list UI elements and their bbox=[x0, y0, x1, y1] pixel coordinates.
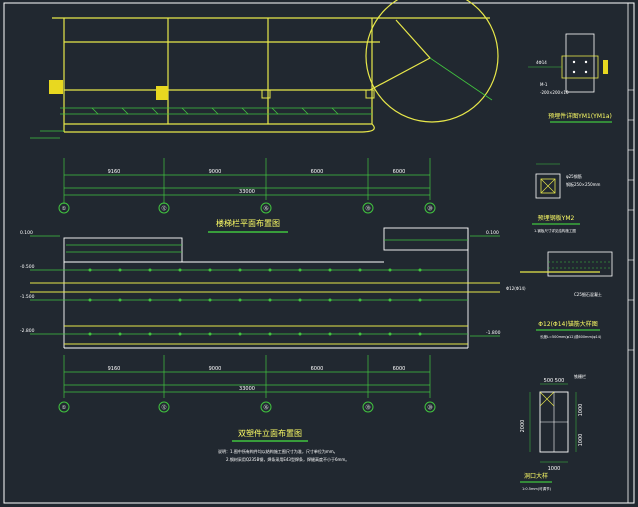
elevation-anchors bbox=[88, 268, 422, 336]
plan-axes bbox=[58, 202, 436, 214]
elevation-view: 0.100 -0.500 -1.500 -2.800 0.100 -1.800 … bbox=[20, 227, 501, 462]
plan-title: 楼梯栏平面布置图 bbox=[216, 218, 280, 228]
title-block-ticks bbox=[628, 89, 634, 351]
elev-axis-3: ⑯ bbox=[263, 404, 268, 411]
detail-3: Φ12(Φ14) C25细石混凝土 Φ12(Φ14)锚筋大样图 长度L=500m… bbox=[506, 251, 613, 339]
elevation-axes bbox=[58, 401, 436, 413]
elevation-outline bbox=[63, 227, 469, 349]
detail2-title: 预埋钢板YM2 bbox=[538, 214, 575, 222]
elev-axis-5: ⑳ bbox=[427, 404, 432, 411]
detail-2: φ25钢筋 钢板250×250mm 预埋钢板YM2 1.钢板尺寸详见结构施工图 bbox=[532, 163, 601, 233]
plan-dim-3: 6000 bbox=[311, 169, 324, 175]
detail2-label-1: φ25钢筋 bbox=[566, 173, 582, 179]
detail1-label-3: -200×200×10 bbox=[540, 90, 569, 95]
detail3-title: Φ12(Φ14)锚筋大样图 bbox=[538, 320, 597, 328]
plan-dim-2: 9000 bbox=[209, 169, 222, 175]
level-left-4: -2.800 bbox=[20, 328, 35, 334]
elevation-dim-lines bbox=[63, 355, 431, 398]
elevation-secondary bbox=[30, 235, 500, 337]
detail4-title: 洞口大样 bbox=[524, 472, 548, 480]
detail1-label-2: M-1 bbox=[540, 82, 548, 87]
level-left-2: -0.500 bbox=[20, 264, 35, 270]
plan-beams bbox=[52, 0, 499, 133]
note-2: 2.钢材采用Q235B钢，焊条采用E43型焊条，焊缝高度不小于6mm。 bbox=[226, 456, 349, 462]
elevation-dim-labels: 9160 9000 6000 6000 33000 bbox=[108, 366, 406, 392]
plan-secondary bbox=[30, 57, 493, 139]
elev-axis-2: ⑫ bbox=[161, 404, 166, 411]
elevation-axis-labels: ① ⑫ ⑯ ⑲ ⑳ bbox=[62, 404, 433, 411]
level-right-1: 0.100 bbox=[486, 230, 499, 236]
column-b bbox=[156, 86, 168, 100]
detail3-label-2: C25细石混凝土 bbox=[574, 291, 602, 297]
detail4-dim-left: 2000 bbox=[520, 420, 526, 433]
elevation-notes: 说明：1.图中所有构件均以结构施工图尺寸为准，尺寸单位为mm。 2.钢材采用Q2… bbox=[218, 448, 349, 462]
detail4-dim-right-2: 1000 bbox=[578, 434, 584, 447]
elev-dim-1: 9160 bbox=[108, 366, 121, 372]
elev-dim-4: 6000 bbox=[393, 366, 406, 372]
plan-dim-lines bbox=[63, 158, 431, 204]
detail1-title: 预埋件详图YM1(YM1a) bbox=[548, 112, 612, 120]
detail2-sub: 1.钢板尺寸详见结构施工图 bbox=[534, 228, 576, 233]
plan-dim-4: 6000 bbox=[393, 169, 406, 175]
detail3-sub: 长度L=500mm(φ12)或600mm(φ14) bbox=[540, 334, 602, 339]
detail-4: 500 500 2000 1000 1000 1000 铁栅栏 洞口大样 1:0… bbox=[520, 373, 586, 491]
plan-axis-5: ⑳ bbox=[427, 205, 432, 212]
elev-dim-total: 33000 bbox=[239, 386, 255, 392]
detail4-sub: 1:0.5mm(可调节) bbox=[522, 486, 552, 491]
column-a bbox=[49, 80, 63, 94]
elevation-levels-left: 0.100 -0.500 -1.500 -2.800 bbox=[20, 230, 35, 334]
elev-axis-4: ⑲ bbox=[365, 404, 370, 411]
plan-dim-labels: 9160 9000 6000 6000 33000 bbox=[108, 169, 406, 195]
detail4-dim-bottom: 1000 bbox=[548, 466, 561, 472]
elevation-title: 双塑件立面布置图 bbox=[238, 428, 302, 438]
elev-dim-2: 9000 bbox=[209, 366, 222, 372]
detail-1: 4Φ14 M-1 -200×200×10 预埋件详图YM1(YM1a) bbox=[528, 33, 612, 123]
detail4-dims-top: 500 500 bbox=[544, 378, 565, 384]
detail4-dim-right-1: 1000 bbox=[578, 404, 584, 417]
column-c bbox=[261, 89, 271, 99]
elevation-beams bbox=[30, 282, 500, 345]
detail1-label-1: 4Φ14 bbox=[536, 60, 547, 65]
detail4-label: 铁栅栏 bbox=[574, 373, 586, 379]
note-1: 说明：1.图中所有构件均以结构施工图尺寸为准，尺寸单位为mm。 bbox=[218, 448, 338, 454]
drawing-frame bbox=[3, 2, 635, 504]
detail2-label-2: 钢板250×250mm bbox=[566, 181, 601, 187]
plan-axis-1: ① bbox=[62, 206, 67, 212]
plan-axis-3: ⑯ bbox=[263, 205, 268, 212]
detail3-label-1: Φ12(Φ14) bbox=[506, 286, 526, 291]
plan-dim-total: 33000 bbox=[239, 189, 255, 195]
column-d bbox=[365, 89, 375, 99]
elevation-levels-right: 0.100 -1.800 bbox=[486, 230, 501, 336]
plan-dim-1: 9160 bbox=[108, 169, 121, 175]
level-left-1: 0.100 bbox=[20, 230, 33, 236]
elev-axis-1: ① bbox=[62, 405, 67, 411]
elev-dim-3: 6000 bbox=[311, 366, 324, 372]
level-left-3: -1.500 bbox=[20, 294, 35, 300]
plan-axis-4: ⑲ bbox=[365, 205, 370, 212]
level-right-2: -1.800 bbox=[486, 330, 501, 336]
plan-axis-2: ⑫ bbox=[161, 205, 166, 212]
plan-view: 9160 9000 6000 6000 33000 ① ⑫ ⑯ ⑲ ⑳ 楼梯栏平… bbox=[30, 0, 499, 233]
plan-axis-labels: ① ⑫ ⑯ ⑲ ⑳ bbox=[62, 205, 433, 212]
plan-hatches bbox=[91, 107, 339, 115]
